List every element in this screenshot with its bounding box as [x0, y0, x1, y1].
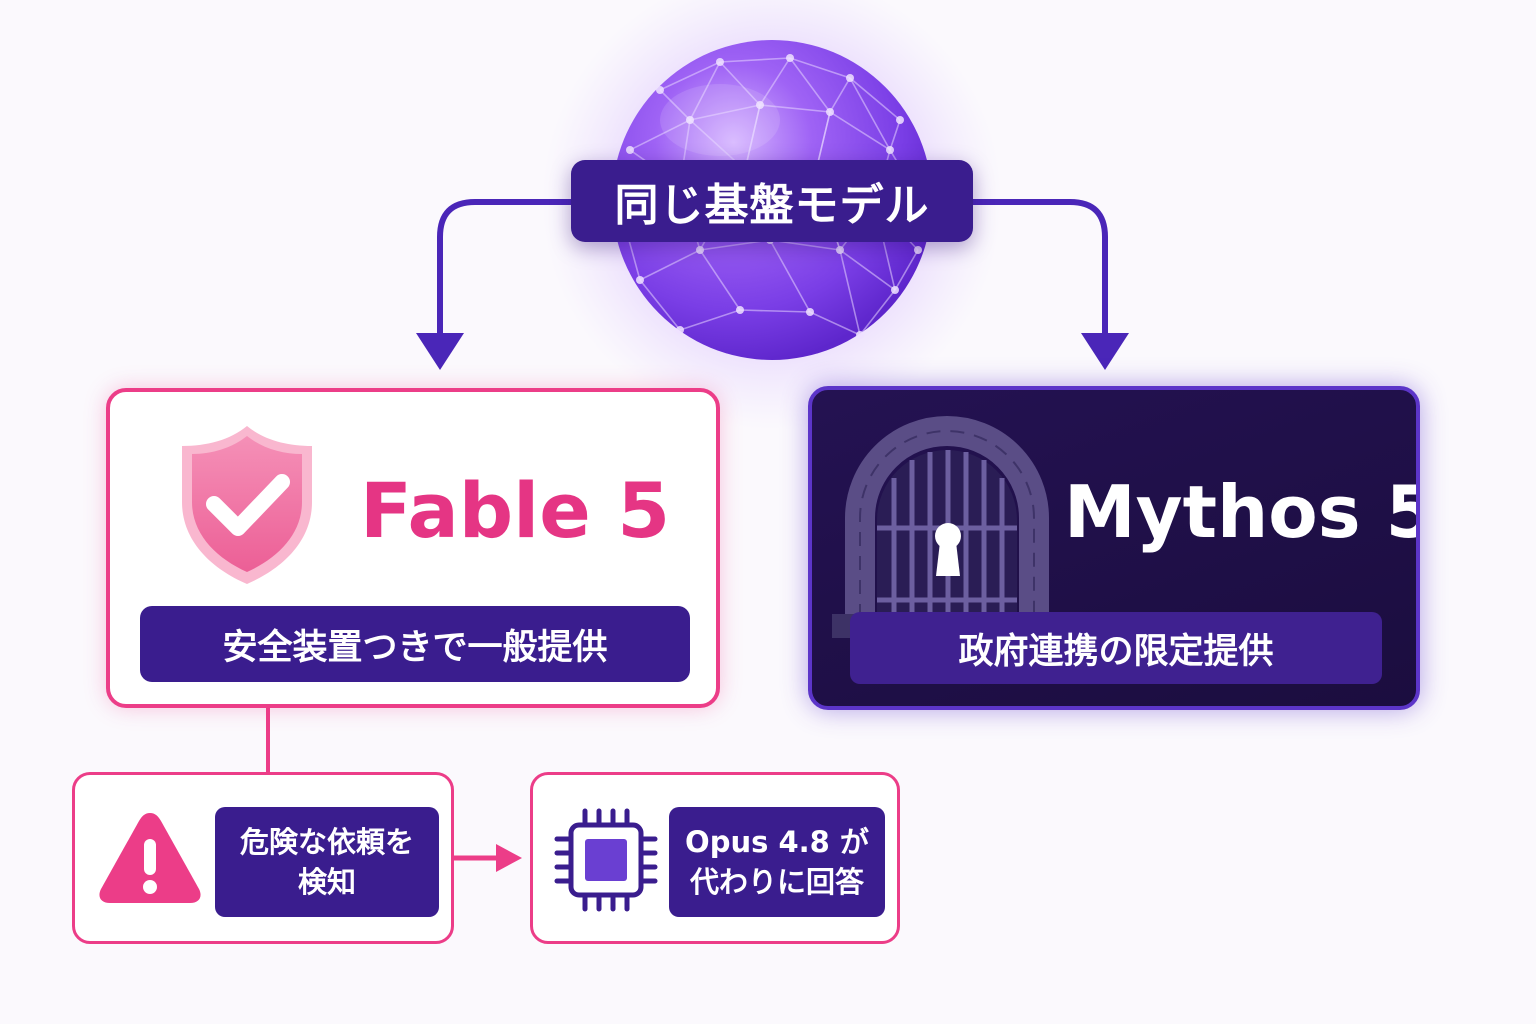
detect-label-line2: 検知: [297, 865, 356, 899]
answer-label: Opus 4.8 が 代わりに回答: [669, 807, 885, 917]
answer-label-line1: Opus 4.8 が: [685, 825, 869, 859]
fable-tagline: 安全装置つきで一般提供: [140, 606, 690, 682]
locked-gate-icon: [832, 416, 1062, 638]
fable-model-name: Fable 5: [360, 466, 671, 555]
detect-label-line1: 危険な依頼を: [239, 825, 414, 859]
warning-icon: [99, 813, 201, 903]
shield-check-icon: [182, 426, 312, 584]
connector-to-mythos: [970, 199, 1129, 370]
detect-label: 危険な依頼を 検知: [215, 807, 439, 917]
answer-box: Opus 4.8 が 代わりに回答: [530, 772, 900, 944]
fable-card: Fable 5 安全装置つきで一般提供: [106, 388, 720, 708]
mythos-model-name: Mythos 5: [1064, 470, 1420, 554]
connector-to-fable: [416, 199, 574, 370]
answer-label-line2: 代わりに回答: [689, 865, 864, 899]
detect-box: 危険な依頼を 検知: [72, 772, 454, 944]
mythos-card: Mythos 5 政府連携の限定提供: [808, 386, 1420, 710]
chip-icon: [554, 808, 658, 912]
base-model-label: 同じ基盤モデル: [571, 160, 973, 242]
mythos-tagline: 政府連携の限定提供: [850, 612, 1382, 684]
arrow-detect-to-answer: [454, 844, 522, 872]
